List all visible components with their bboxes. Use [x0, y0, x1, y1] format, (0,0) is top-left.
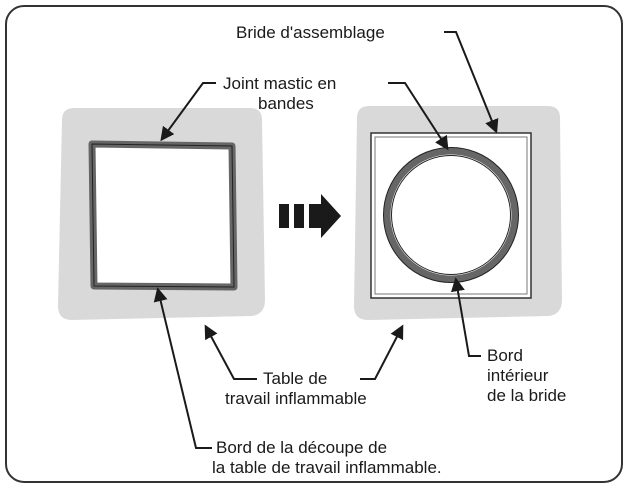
label-cutout-edge-2: la table de travail inflammable. [212, 458, 442, 477]
label-cutout-edge-1: Bord de la découpe de [216, 438, 387, 457]
mounting-flange-inner-line [374, 136, 528, 295]
leader-worktop-left [204, 324, 257, 380]
label-mastic-joint-2: bandes [258, 94, 314, 113]
label-mastic-joint-1: Joint mastic en [223, 74, 336, 93]
leader-worktop-right [360, 324, 404, 380]
label-inner-edge-2: intérieur [487, 366, 549, 385]
leader-mounting-flange [444, 31, 499, 134]
leader-mastic-right [388, 82, 449, 151]
label-worktop-1: Table de [263, 369, 327, 388]
label-inner-edge-1: Bord [487, 346, 523, 365]
leader-cutout-edge [153, 287, 212, 449]
mastic-strip-square [88, 140, 238, 291]
flange-inner-edge [391, 155, 511, 275]
cutout-edge-square [91, 143, 235, 288]
label-mounting-flange: Bride d'assemblage [236, 23, 385, 42]
dashed-right-arrow-icon [279, 194, 341, 238]
mastic-ring [383, 147, 519, 283]
label-inner-edge-3: de la bride [487, 386, 566, 405]
leader-mastic-left [160, 82, 216, 142]
label-worktop-2: travail inflammable [225, 389, 367, 408]
leader-flange-inner-edge [450, 277, 481, 357]
